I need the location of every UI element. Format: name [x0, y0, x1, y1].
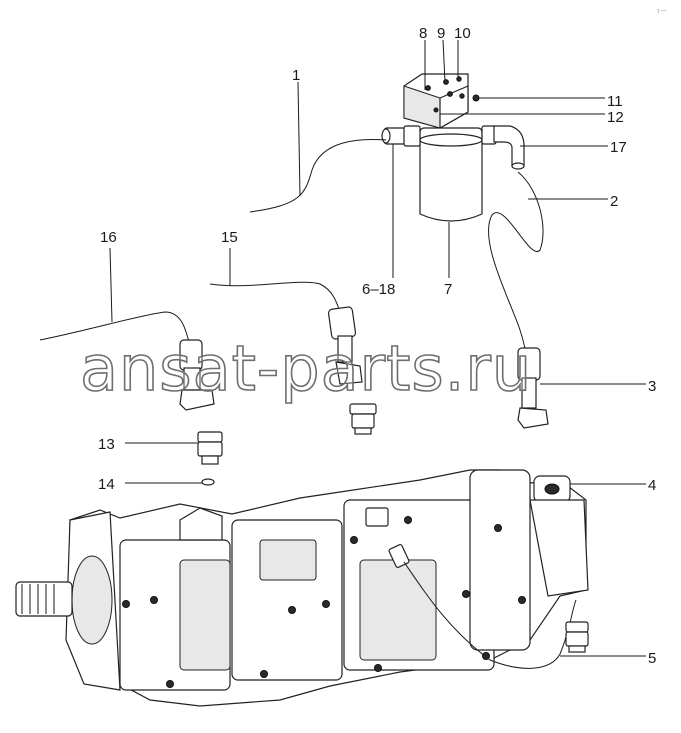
callout-11: 11 [607, 93, 623, 110]
hose-fitting-15 [327, 306, 363, 385]
callout-14: 14 [98, 476, 115, 493]
hose-1 [249, 138, 387, 213]
callout-3: 3 [648, 378, 656, 395]
callout-8: 8 [419, 25, 427, 42]
callout-12: 12 [607, 109, 624, 126]
callout-2: 2 [610, 193, 618, 210]
elbow-fitting-17 [481, 125, 525, 170]
filter-head-block [403, 73, 480, 130]
hoses [39, 138, 544, 363]
hose-fitting-3 [517, 347, 549, 429]
callout-9: 9 [437, 25, 445, 42]
filter-bowl [419, 127, 483, 222]
hose-16 [39, 311, 191, 347]
callout-7: 7 [444, 281, 452, 298]
fitting-5 [565, 621, 589, 653]
adapter-loose [349, 403, 377, 435]
o-ring-14 [201, 478, 215, 486]
hose-fitting-16 [179, 339, 215, 411]
callout-10: 10 [454, 25, 471, 42]
filter-assembly [381, 73, 525, 222]
callouts: 1 2 3 4 5 6–18 7 8 9 10 11 12 13 14 15 1… [98, 25, 656, 667]
leader-lines [109, 39, 646, 657]
hose-2 [488, 171, 544, 363]
hose-15 [209, 281, 341, 313]
callout-17: 17 [610, 139, 627, 156]
callout-5: 5 [648, 650, 656, 667]
callout-13: 13 [98, 436, 115, 453]
callout-16: 16 [100, 229, 117, 246]
splined-shaft [15, 581, 73, 617]
callout-4: 4 [648, 477, 656, 494]
callout-15: 15 [221, 229, 238, 246]
bolts [122, 516, 526, 688]
pump-assembly [15, 469, 589, 707]
adapter-13 [197, 431, 223, 465]
callout-6-18: 6–18 [362, 281, 395, 298]
fitting-6-18 [381, 125, 421, 147]
watermark-text: ansat-parts.ru [80, 332, 532, 405]
port-housing-4 [529, 475, 589, 597]
callout-1: 1 [292, 67, 300, 84]
corner-mark: ┐— [656, 7, 667, 14]
